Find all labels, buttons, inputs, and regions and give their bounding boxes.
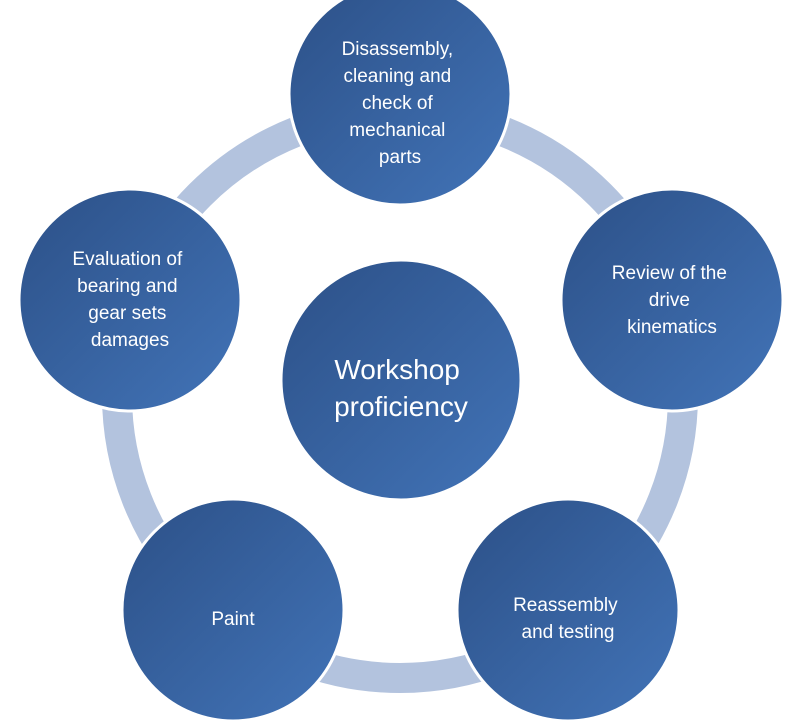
step-5-line-4: damages	[91, 330, 169, 351]
step-2-line-1: Review of the	[612, 263, 727, 284]
step-3-line-2: and testing	[522, 622, 615, 643]
step-5-line-1: Evaluation of	[72, 249, 183, 270]
svg-text:Paint: Paint	[211, 609, 255, 630]
step-5-line-2: bearing and	[77, 276, 177, 297]
svg-text:Evaluation of bearing an: Evaluation of bearing and gear sets dama…	[72, 249, 187, 351]
step-4-line-1: Paint	[211, 609, 255, 630]
step-node-paint: Paint	[120, 497, 346, 723]
svg-text:Reassembly and testing: Reassembly and testing	[513, 595, 623, 643]
center-node: Workshop proficiency	[279, 258, 523, 502]
step-1-line-1: Disassembly,	[342, 39, 454, 60]
step-1-line-3: check of	[362, 93, 433, 114]
svg-text:Disassembly, cleaning an: Disassembly, cleaning and check of mecha…	[342, 39, 459, 168]
step-5-line-3: gear sets	[88, 303, 166, 324]
step-1-line-4: mechanical	[349, 120, 445, 141]
step-2-line-3: kinematics	[627, 317, 717, 338]
center-line-2: proficiency	[334, 391, 468, 422]
step-node-reassembly: Reassembly and testing	[455, 497, 681, 723]
step-node-kinematics: Review of the drive kinematics	[559, 187, 785, 413]
step-node-disassembly: Disassembly, cleaning and check of mecha…	[287, 0, 513, 207]
center-line-1: Workshop	[334, 354, 460, 385]
svg-text:Workshop proficiency: Workshop proficiency	[334, 354, 468, 422]
step-node-evaluation: Evaluation of bearing and gear sets dama…	[17, 187, 243, 413]
step-3-line-1: Reassembly	[513, 595, 618, 616]
step-1-line-2: cleaning and	[343, 66, 451, 87]
step-2-line-2: drive	[649, 290, 690, 311]
step-1-line-5: parts	[379, 147, 421, 168]
svg-text:Review of the drive: Review of the drive kinematics	[612, 263, 732, 338]
